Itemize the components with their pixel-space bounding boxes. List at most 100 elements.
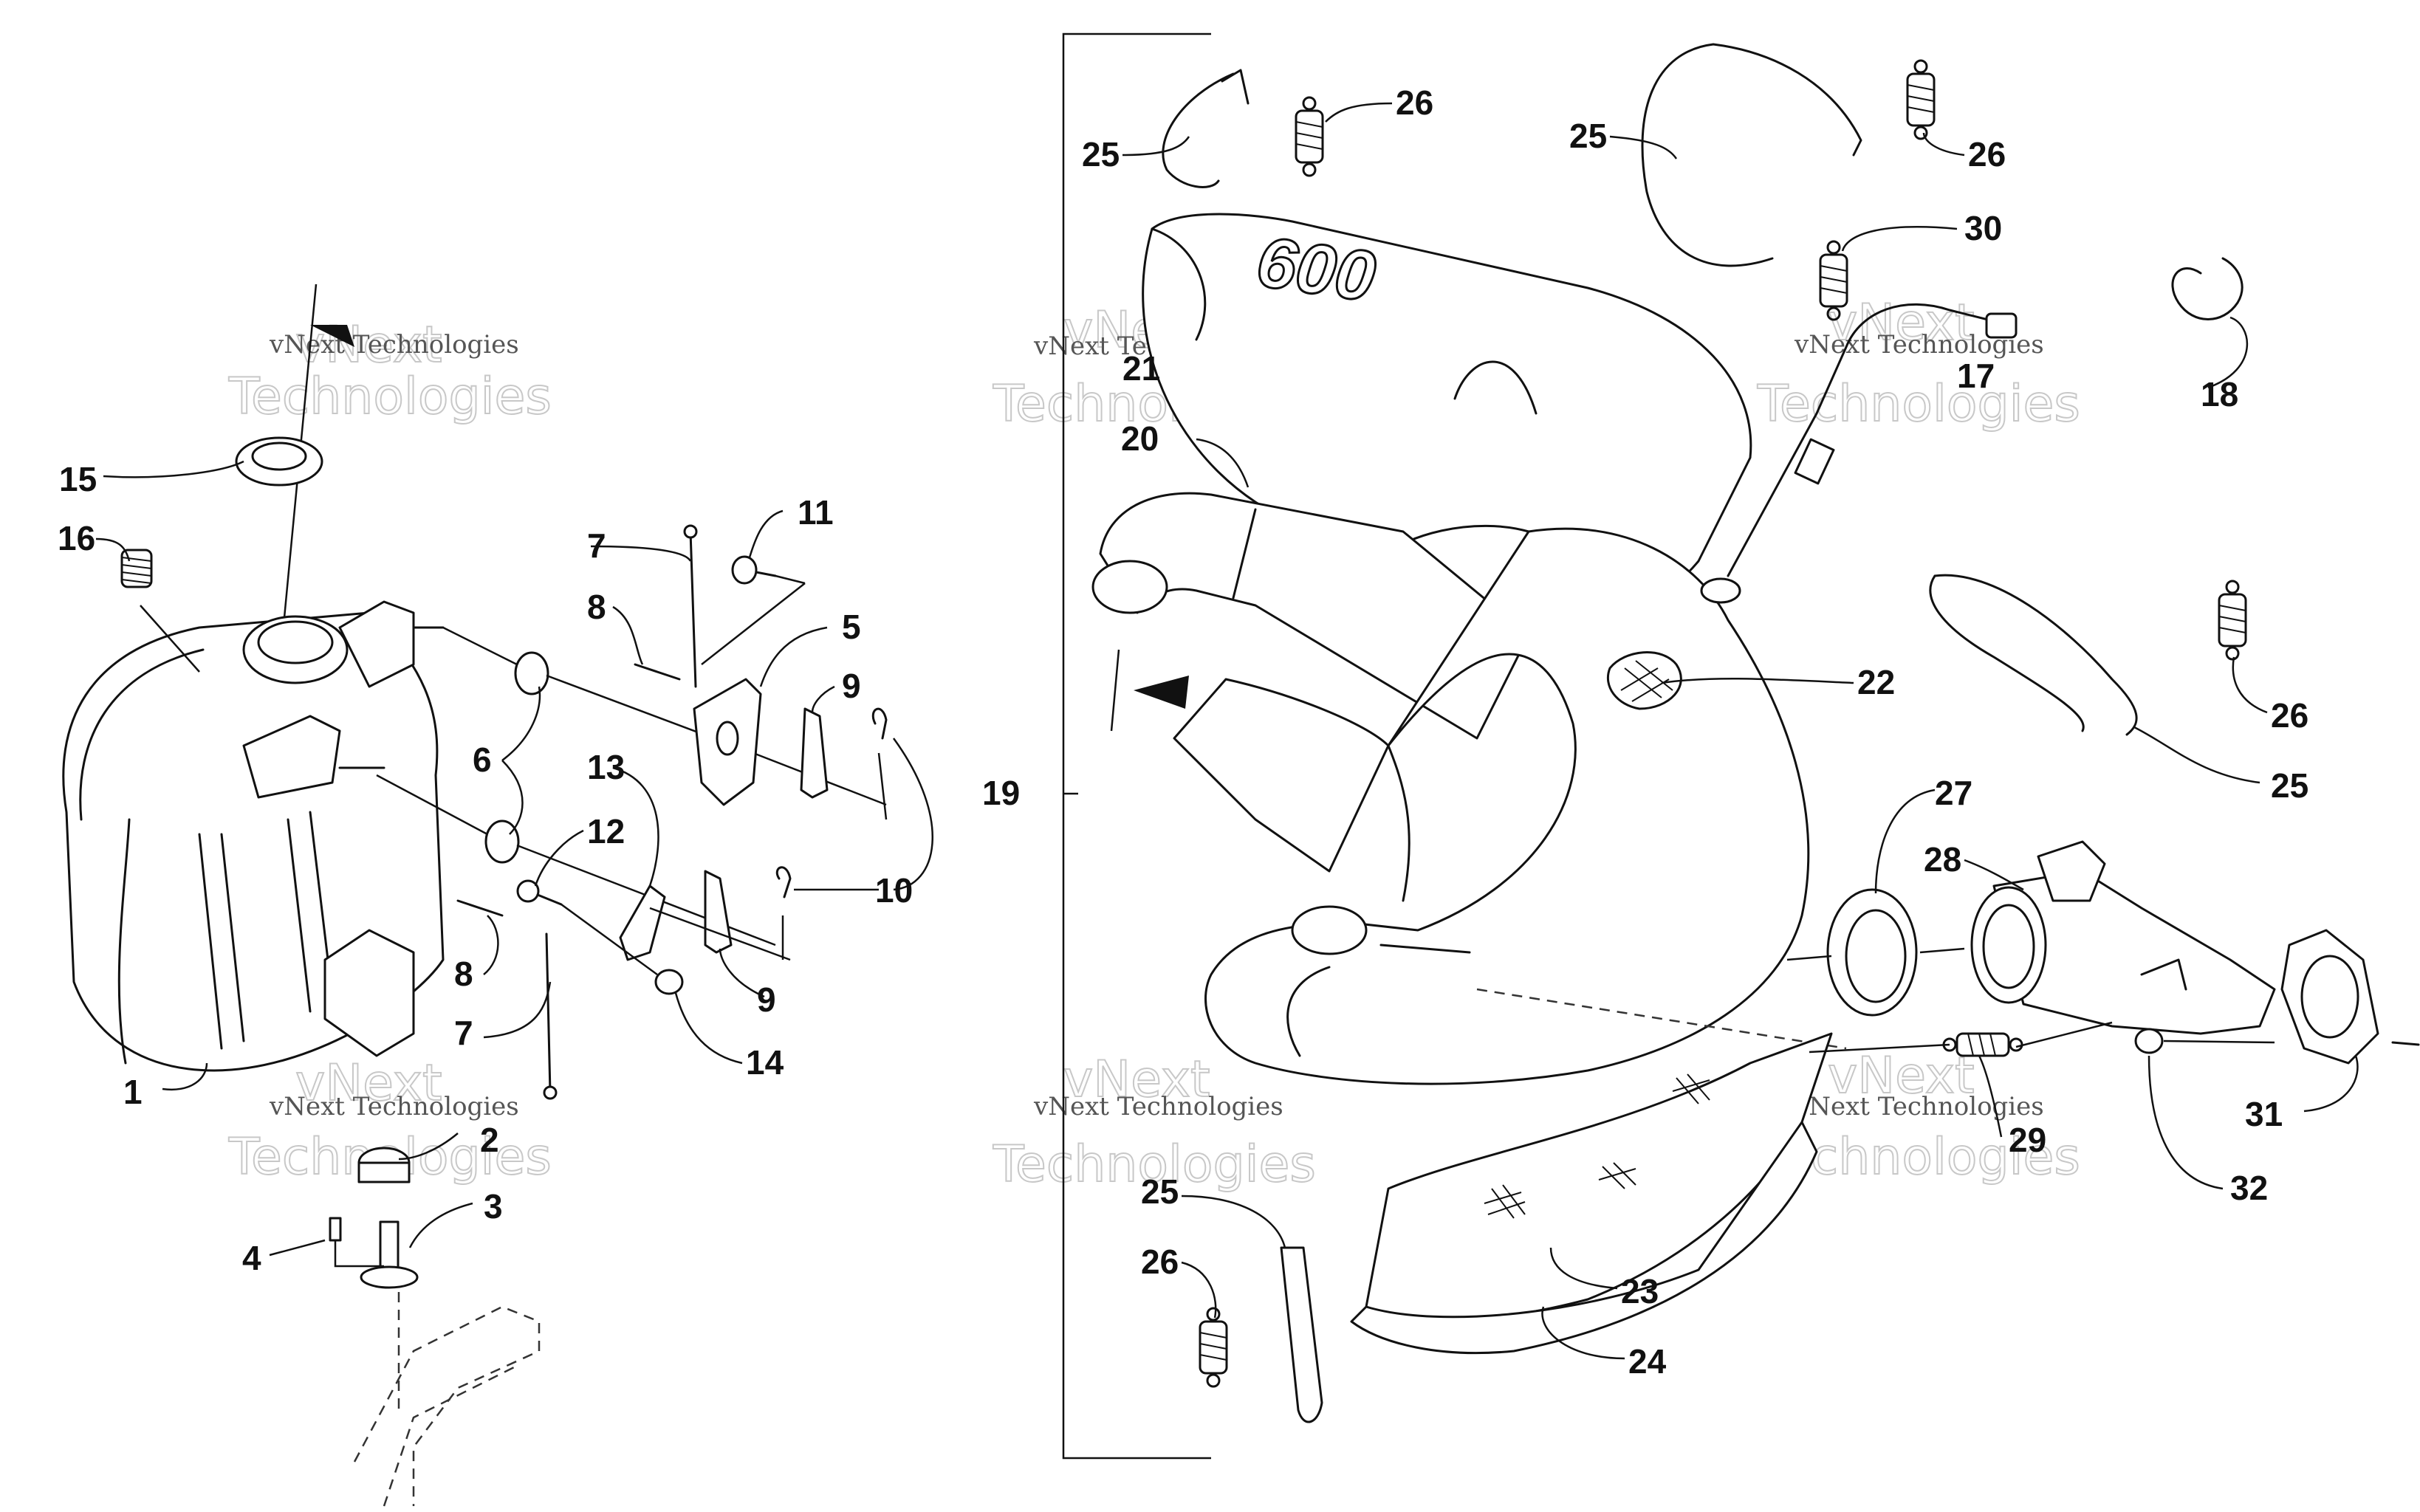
leader (748, 509, 784, 558)
leader (612, 605, 644, 665)
pin-8-upper (634, 663, 681, 681)
arrow-icon (1134, 676, 1189, 709)
leader (719, 948, 765, 998)
sensor-17-tip (1700, 577, 1741, 604)
heat-shield-upper (1173, 678, 1390, 873)
callout-5: 5 (842, 608, 861, 646)
chamber-inlet (1291, 905, 1368, 955)
callout-29: 29 (2009, 1121, 2046, 1159)
tank-neck-inner (257, 620, 334, 664)
spring-29 (1942, 1032, 2023, 1057)
chamber-seam (1387, 744, 1410, 902)
callout-28: 28 (1924, 840, 1961, 879)
decal-hatch (1484, 1184, 1526, 1219)
leader (759, 626, 828, 687)
callout-22: 22 (1857, 663, 1895, 701)
watermark-small: vNext Technologies (1033, 1092, 1283, 1121)
callout-2: 2 (480, 1121, 499, 1159)
leader (103, 460, 244, 478)
callout-leaders (95, 102, 2359, 1360)
heat-shield-24 (1350, 1121, 1818, 1355)
screw-12-shank (536, 893, 563, 906)
spring-26-b (1906, 59, 1936, 140)
sensor-17-body (1794, 438, 1835, 485)
axis-line (877, 752, 888, 820)
callout-24: 24 (1628, 1342, 1667, 1381)
leader (2207, 316, 2249, 389)
chamber-inlet-pipe (1379, 944, 1471, 954)
leader (408, 1202, 473, 1248)
grommet-2-side (357, 1161, 411, 1183)
leader (269, 1239, 326, 1257)
watermark-vnext: vNext (1063, 1051, 1210, 1109)
leader (674, 992, 743, 1065)
gasket-31-hole (2300, 955, 2359, 1039)
muffler-end (1151, 227, 1207, 341)
callout-18: 18 (2201, 375, 2238, 413)
leader (2303, 1055, 2359, 1113)
callout-labels: 15 16 1 2 3 4 5 6 7 7 8 8 9 9 10 11 12 1… (58, 83, 2308, 1381)
tank-rib (198, 833, 223, 1050)
manifold-28-flange (2037, 840, 2106, 902)
leader (2232, 656, 2268, 714)
rod-end (683, 524, 698, 539)
manifold-tab (2140, 958, 2187, 991)
callout-25: 25 (1082, 135, 1120, 173)
axis-line (701, 583, 806, 665)
watermark-small: vNext Technologies (269, 330, 519, 360)
callout-16: 16 (58, 519, 95, 557)
tank-seam (79, 648, 205, 821)
callout-17: 17 (1957, 357, 1995, 395)
callout-8: 8 (587, 588, 606, 626)
axis-line (1786, 955, 1832, 961)
link-9-upper (800, 707, 829, 799)
leader (2148, 1055, 2224, 1190)
axis-line (2163, 1040, 2275, 1044)
leader (1325, 102, 1393, 123)
callout-26: 26 (1141, 1243, 1179, 1281)
callout-27: 27 (1935, 774, 1972, 812)
pin-8-lower (456, 899, 504, 917)
callout-25: 25 (1141, 1172, 1179, 1211)
clip-18 (2171, 257, 2244, 320)
axis-line (376, 774, 488, 836)
watermark-small: vNext Technologies (1794, 1092, 2044, 1121)
axis-line (775, 574, 806, 585)
muffler-rib (1453, 360, 1538, 415)
callout-8: 8 (454, 955, 473, 993)
axis-line (649, 907, 791, 961)
stud-31 (2391, 1041, 2420, 1046)
tank-bracket-lower (323, 929, 415, 1057)
watermark-large: Technologies (1757, 375, 2080, 433)
axis-line (1110, 649, 1120, 732)
callout-14: 14 (746, 1043, 784, 1082)
tailpipe-20 (1099, 492, 1530, 740)
callout-13: 13 (587, 748, 625, 786)
leader (1922, 132, 1965, 157)
sensor-17-plug (1985, 312, 2018, 339)
watermark-large: Technologies (228, 368, 552, 426)
group-bracket-19 (1062, 32, 1211, 1460)
callout-19: 19 (982, 774, 1020, 812)
leader (590, 545, 692, 562)
callout-21: 21 (1122, 349, 1160, 388)
callout-20: 20 (1121, 419, 1159, 458)
leader (1964, 859, 2024, 891)
chamber-seam (1286, 966, 1331, 1057)
axis-line (1919, 947, 1965, 954)
watermark-vnext: vNext (1828, 294, 1975, 352)
leader (162, 1062, 208, 1091)
decal-hatch (1620, 660, 1673, 702)
leader (1181, 1195, 1286, 1248)
leader (1841, 226, 1958, 252)
callout-6: 6 (473, 740, 492, 779)
callout-32: 32 (2230, 1169, 2268, 1207)
frame-outline (353, 1305, 541, 1506)
leader (501, 760, 524, 835)
leader (534, 829, 584, 887)
callout-4: 4 (242, 1239, 261, 1277)
callout-26: 26 (1968, 135, 2006, 173)
tank-rib (287, 818, 312, 1013)
